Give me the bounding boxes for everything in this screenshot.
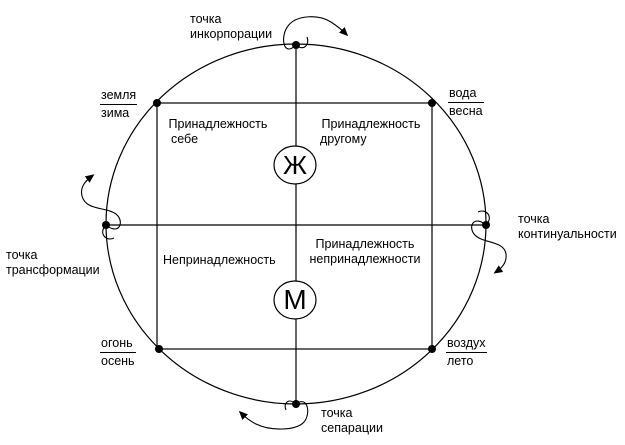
corner-label-top-left: земля зима [100,88,138,121]
top-loop-arrow [283,16,349,50]
quadrant-top-right-line1: Принадлежность [321,117,421,131]
corner-bottom-right-element: воздух [446,336,487,353]
bottom-point-line2: сепарации [321,421,383,435]
quadrant-top-left-line1: Принадлежность [168,117,268,131]
left-point-line1: точка [6,248,38,262]
corner-point-top-right [428,99,436,107]
right-loop-arrow [471,220,507,274]
right-loop-tail [477,210,490,226]
bottom-loop-tail [284,400,297,411]
quadrant-top-left-line2: себе [171,132,199,146]
corner-bottom-left-season: осень [101,354,135,368]
top-point-line1: точка [190,12,222,26]
corner-bottom-left-element: огонь [100,336,136,353]
left-point-label: точка трансформации [6,248,100,278]
quadrant-label-top-right: Принадлежность другому [316,117,426,147]
corner-top-right-season: весна [449,104,483,118]
top-point-line2: инкорпорации [190,27,273,41]
top-loop-tail [295,36,309,49]
left-loop-arrow [80,174,121,230]
upper-symbol-circle [273,145,317,185]
quadrant-bottom-right-line1: Принадлежность [315,237,415,251]
corner-bottom-right-season: лето [447,354,474,368]
upper-symbol: Ж [282,150,307,180]
quadrant-bottom-left-line1: Непринадлежность [163,253,276,267]
bottom-loop-arrow [238,401,309,430]
quadrant-bottom-right-line2: непринадлежности [309,252,421,266]
right-point-line1: точка [518,212,550,226]
bottom-point-line1: точка [321,406,353,420]
corner-point-bottom-left [155,345,163,353]
corner-point-bottom-right [428,345,436,353]
quadrant-label-top-left: Принадлежность себе [163,117,273,147]
corner-top-right-element: вода [448,86,484,103]
left-loop-tail [102,224,115,240]
right-point-line2: континуальности [518,227,617,241]
right-point-label: точка континуальности [518,212,617,242]
lower-symbol-circle [273,280,317,320]
quadrant-top-right-line2: другому [320,132,367,146]
corner-top-left-season: зима [101,106,130,120]
corner-label-bottom-left: огонь осень [100,336,136,369]
bottom-point-label: точка сепарации [321,406,383,436]
top-point-label: точка инкорпорации [190,12,272,42]
inner-rectangle [156,102,433,350]
corner-label-top-right: вода весна [448,86,484,119]
corner-top-left-element: земля [100,88,138,105]
quadrant-label-bottom-right: Принадлежность непринадлежности [305,237,425,267]
quadrant-label-bottom-left: Непринадлежность [163,253,276,268]
left-point-line2: трансформации [6,263,100,277]
lower-symbol: M [283,284,307,315]
corner-label-bottom-right: воздух лето [446,336,487,369]
corner-point-top-left [153,99,161,107]
